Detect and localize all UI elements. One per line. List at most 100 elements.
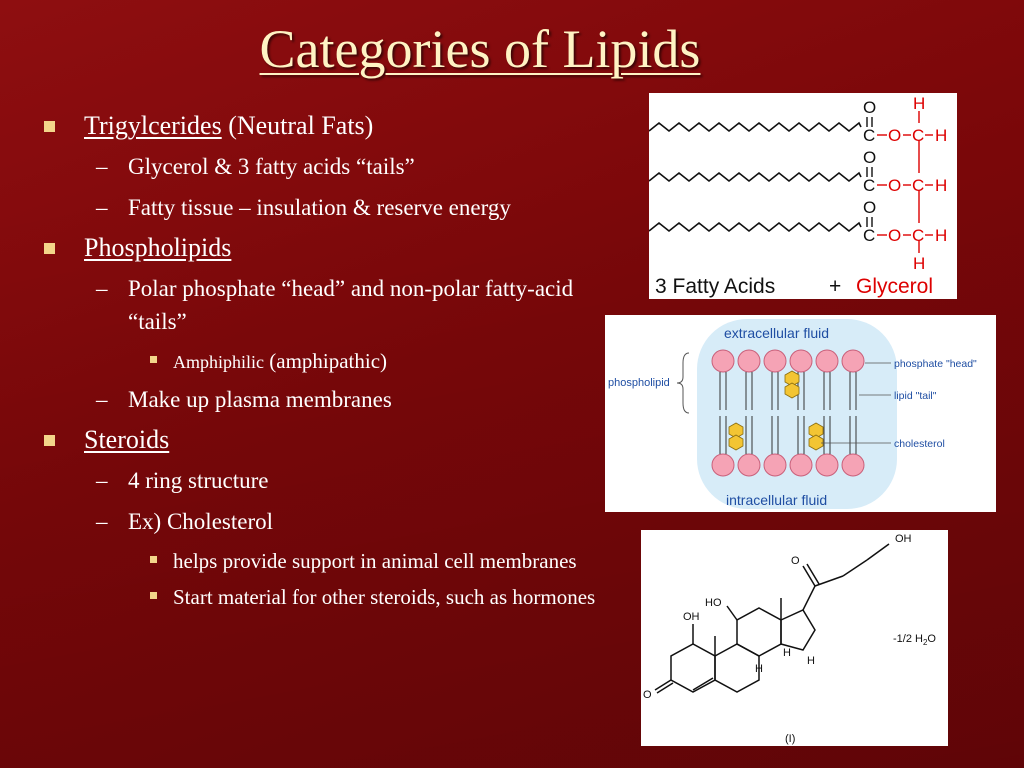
sub-sub-bullet: helps provide support in animal cell mem… [44,546,604,576]
bullet-list: Trigylcerides (Neutral Fats) – Glycerol … [44,110,604,618]
dash-bullet: – [96,276,108,301]
oxygen-atom: O [888,226,901,245]
cholesterol-ring [784,370,800,387]
carbon-atom: C [912,126,924,145]
triglycerides-label: Trigylcerides [84,111,222,140]
dash-bullet: – [96,509,108,534]
phosphate-head [737,349,761,373]
oh-label: OH [683,611,700,623]
sub-bullet-text: Ex) Cholesterol [128,509,273,534]
water-note-label: -1/2 H2O [893,633,936,647]
phosphate-head [763,349,787,373]
cholesterol-ring [808,422,824,439]
ketone-bond [654,679,672,691]
extracellular-fluid-label: extracellular fluid [724,325,829,341]
phospholipid-label: phospholipid [608,377,670,389]
ring-b [714,643,760,693]
phosphate-head [763,453,787,477]
membrane-figure: extracellular fluid intracellular fluid … [605,315,996,512]
phosphate-head [711,453,735,477]
carbon-atom: C [863,126,875,145]
phospholipid-brace [676,352,690,414]
hydrogen-atom: H [913,254,925,273]
bullet-triglycerides: Trigylcerides (Neutral Fats) [44,110,604,142]
phosphate-head [815,453,839,477]
triglyceride-figure: O C O C O C O O O C C C H H [648,93,957,299]
dash-bullet: – [96,195,108,220]
phosphate-head [737,453,761,477]
square-bullet-icon [44,121,55,132]
steroids-label: Steroids [84,425,170,454]
sub-sub-bullet: Start material for other steroids, such … [44,582,604,612]
sub-bullet-text: Polar phosphate “head” and non-polar fat… [128,276,574,334]
cholesterol-ring [728,422,744,439]
phosphate-head [815,349,839,373]
sub-bullet-text: Glycerol & 3 fatty acids “tails” [128,154,415,179]
sub-bullet: – 4 ring structure [44,464,604,497]
phospholipids-label: Phospholipids [84,233,232,262]
sub-bullet: – Polar phosphate “head” and non-polar f… [44,272,604,338]
dash-bullet: – [96,154,108,179]
double-bond [692,677,714,691]
ketone-o-label: O [791,555,800,567]
fatty-acids-label: 3 Fatty Acids [655,275,775,298]
amphiphilic-text: Amphiphilic [173,352,264,372]
small-square-bullet-icon [150,356,157,363]
phosphate-head [711,349,735,373]
phosphate-head [789,453,813,477]
carbon-atom: C [912,176,924,195]
membrane-diagram: extracellular fluid intracellular fluid … [608,319,977,509]
slide-title: Categories of Lipids [259,19,701,79]
bullet-phospholipids: Phospholipids [44,232,604,264]
side-chain-bond [814,575,844,587]
side-chain-bond [842,559,868,577]
square-bullet-icon [44,243,55,254]
ring-c [736,607,782,657]
fatty-acid-chains [648,121,862,233]
oxygen-atom: O [863,148,876,167]
sub-bullet: – Glycerol & 3 fatty acids “tails” [44,150,604,183]
ketone-o-label: O [643,689,652,701]
oxygen-atom: O [888,126,901,145]
sub-sub-bullet-text: Start material for other steroids, such … [173,585,596,609]
sub-bullet-text: 4 ring structure [128,468,269,493]
plus-sign: + [829,275,841,298]
small-square-bullet-icon [150,592,157,599]
phosphate-heads [711,349,865,477]
sub-sub-bullet-text: helps provide support in animal cell mem… [173,549,577,573]
hydrogen-atom: H [913,94,925,113]
lipid-tail-label: lipid "tail" [894,390,937,402]
cholesterol-label: cholesterol [894,438,945,450]
carbon-atom: C [863,226,875,245]
ring-a [670,643,716,693]
sub-sub-bullet: Amphiphilic (amphipathic) [44,346,604,377]
ring-d [780,609,816,651]
small-square-bullet-icon [150,556,157,563]
h-label: H [755,663,763,675]
phosphate-head [841,349,865,373]
oxygen-atom: O [863,98,876,117]
phosphate-head [789,349,813,373]
hydrogen-atom: H [935,226,947,245]
side-chain-bond [866,543,890,561]
fluid-background [697,319,897,509]
triglyceride-diagram: O C O C O C O O O C C C H H [648,94,947,298]
bullet-steroids: Steroids [44,424,604,456]
side-chain-bond [802,585,816,611]
steroid-skeleton [654,543,890,694]
triglycerides-suffix: (Neutral Fats) [221,111,374,140]
phosphate-head-label: phosphate "head" [894,358,977,370]
carbonyl-bond [806,563,820,585]
carbon-atom: C [863,176,875,195]
oxygen-atom: O [888,176,901,195]
cholesterol-ring [808,434,824,451]
sub-bullet: – Fatty tissue – insulation & reserve en… [44,191,604,224]
hydrogen-atom: H [935,126,947,145]
cholesterol-ring [784,382,800,399]
hydroxyl-bond [726,605,738,621]
h-label: H [783,647,791,659]
sub-bullet: – Make up plasma membranes [44,383,604,416]
fatty-acid-chain-3 [648,221,862,233]
carbon-atom: C [912,226,924,245]
glycerol-label: Glycerol [856,275,933,298]
